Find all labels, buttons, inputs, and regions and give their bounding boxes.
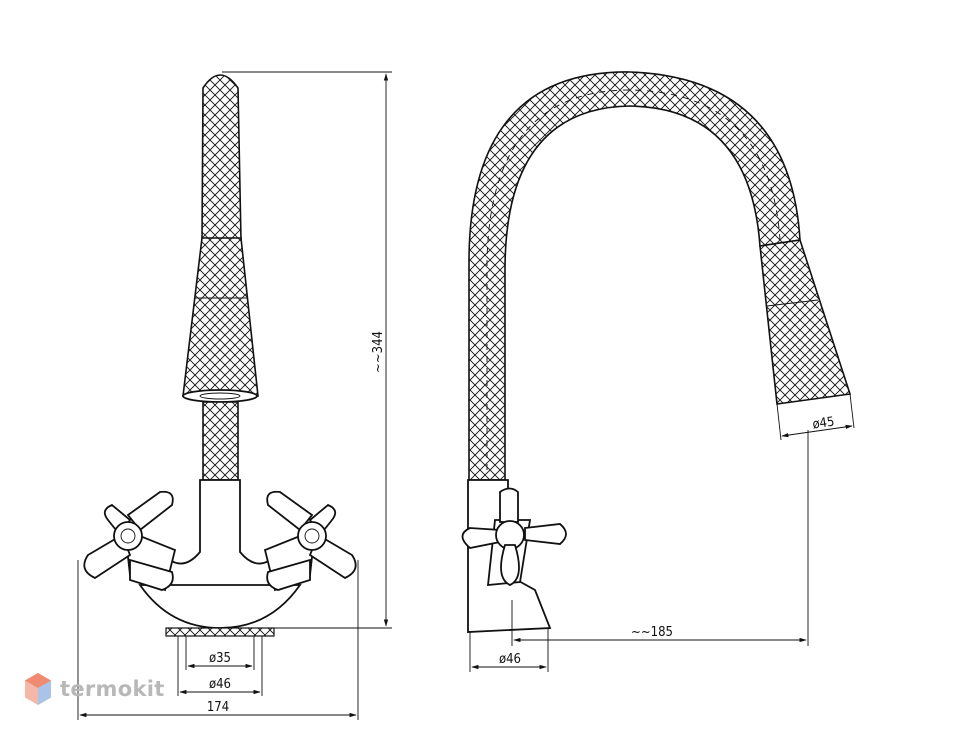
front-handle-left xyxy=(83,490,177,592)
watermark-brand-text: termokit xyxy=(60,677,165,701)
reach-dimension-label: ~~185 xyxy=(631,625,673,640)
overall-width-label: 174 xyxy=(207,700,229,715)
front-hose-upper xyxy=(201,74,242,241)
side-gooseneck-hose xyxy=(468,71,801,481)
side-base-diameter-label: ø46 xyxy=(499,652,521,667)
watermark-logo: termokit xyxy=(24,672,165,706)
side-body xyxy=(467,479,552,633)
front-handle-right xyxy=(263,490,357,592)
front-base-diameter-label: ø46 xyxy=(209,677,231,692)
spout-outlet-label: ø45 xyxy=(812,415,836,433)
front-hose-lower xyxy=(202,401,239,481)
front-spray-head xyxy=(182,237,259,397)
hole-diameter-label: ø35 xyxy=(209,651,231,666)
side-handle xyxy=(461,487,567,586)
front-spray-outlet xyxy=(182,389,258,403)
height-dimension-label: ~~344 xyxy=(371,331,386,373)
side-spray-head xyxy=(759,239,852,405)
front-base-plate xyxy=(165,627,275,637)
front-body xyxy=(163,479,277,601)
side-view: ø45 ~~185 ø46 xyxy=(461,71,855,672)
front-view: ~~344 ø35 ø46 174 xyxy=(77,71,392,720)
front-base xyxy=(138,584,302,629)
hexagon-logo-icon xyxy=(25,673,51,705)
